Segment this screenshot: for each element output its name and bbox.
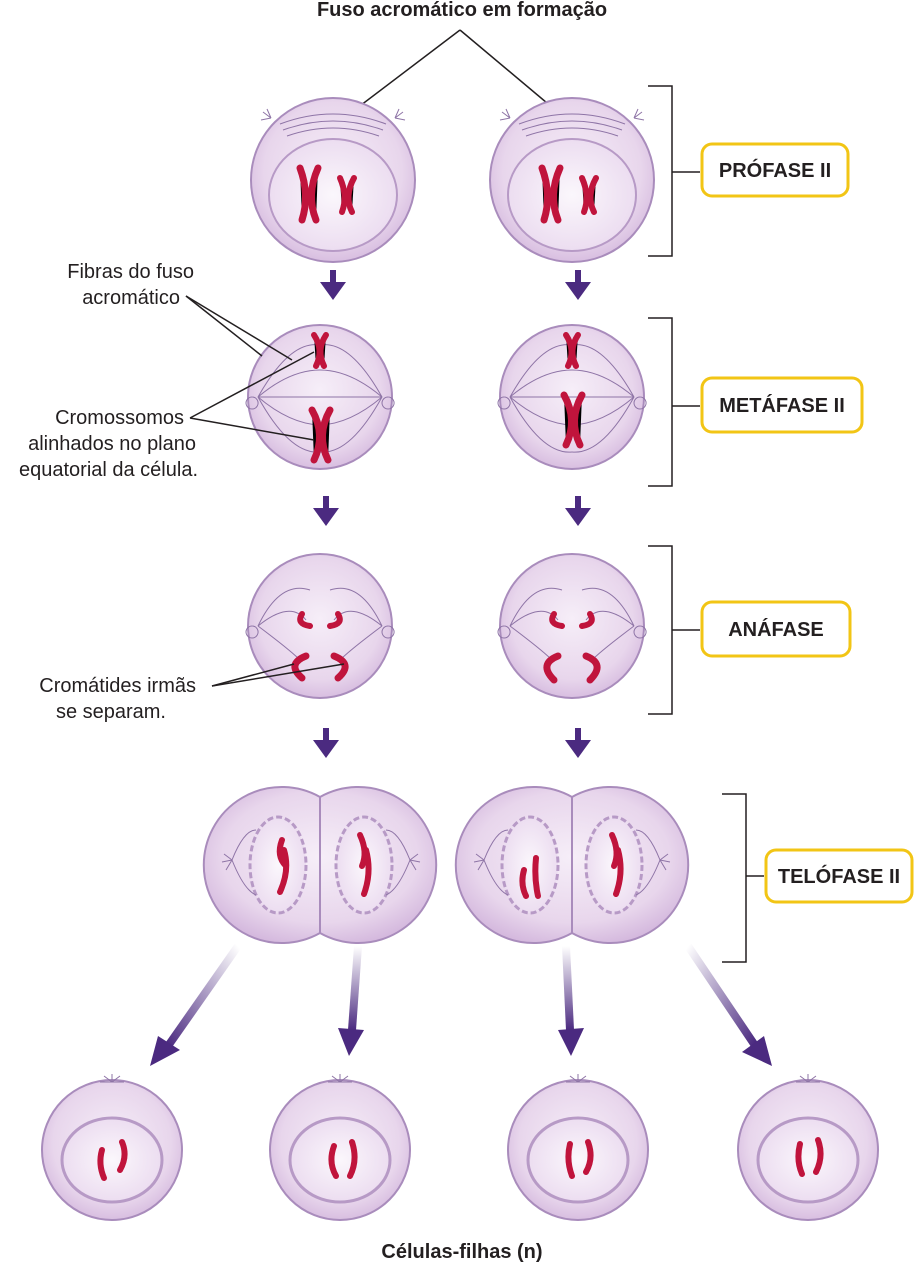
anaphase-cell-right bbox=[497, 553, 647, 699]
daughter-cell-2 bbox=[269, 1074, 411, 1221]
svg-text:Cromátides irmãs: Cromátides irmãs bbox=[39, 675, 196, 697]
metaphase-cell-right bbox=[497, 324, 647, 470]
svg-text:TELÓFASE II: TELÓFASE II bbox=[778, 864, 900, 888]
arrow-down-icon bbox=[320, 270, 346, 300]
daughter-cell-3 bbox=[507, 1074, 649, 1221]
prophase-cell-left bbox=[250, 97, 416, 263]
svg-text:Cromossomos: Cromossomos bbox=[55, 407, 184, 429]
chromosome bbox=[308, 406, 334, 464]
arrow-down-icon bbox=[565, 728, 591, 758]
svg-text:acromático: acromático bbox=[82, 287, 180, 309]
phase-label-telophase: TELÓFASE II bbox=[764, 848, 914, 904]
telophase-cell-right bbox=[454, 786, 690, 944]
chromosome bbox=[328, 1139, 358, 1179]
svg-text:Fibras do fuso: Fibras do fuso bbox=[67, 261, 194, 283]
phase-label-anaphase: ANÁFASE bbox=[700, 600, 852, 658]
svg-text:METÁFASE II: METÁFASE II bbox=[719, 394, 845, 417]
svg-text:alinhados no plano: alinhados no plano bbox=[28, 433, 196, 455]
phase-brackets bbox=[648, 85, 764, 963]
arrow-down-icon bbox=[558, 945, 584, 1056]
spindle-remnant bbox=[473, 829, 671, 896]
telophase-cell-left bbox=[202, 786, 438, 944]
spindle-forming bbox=[499, 108, 645, 137]
annotation-sister-chromatids: Cromátides irmãs se separam. bbox=[39, 663, 345, 723]
phase-label-metaphase: METÁFASE II bbox=[700, 376, 864, 434]
nucleus bbox=[507, 138, 637, 252]
nucleus-forming bbox=[500, 815, 560, 915]
svg-text:equatorial da célula.: equatorial da célula. bbox=[19, 459, 198, 481]
chromosome bbox=[519, 832, 624, 899]
chromosome bbox=[565, 1139, 594, 1179]
arrow-down-icon bbox=[565, 270, 591, 300]
footer-label: Células-filhas (n) bbox=[381, 1241, 542, 1263]
chromosome bbox=[579, 175, 599, 215]
chromosome bbox=[276, 832, 372, 897]
daughter-cell-1 bbox=[41, 1074, 183, 1221]
chromosome bbox=[296, 164, 322, 224]
svg-text:PRÓFASE II: PRÓFASE II bbox=[719, 158, 831, 182]
metaphase-cell-left bbox=[245, 324, 395, 470]
chromosome bbox=[795, 1137, 824, 1177]
chromosome bbox=[560, 391, 586, 449]
title: Fuso acromático em formação bbox=[317, 0, 607, 21]
arrow-down-right-icon bbox=[684, 943, 772, 1066]
arrow-down-icon bbox=[313, 728, 339, 758]
annotation-spindle-fibers: Fibras do fuso acromático bbox=[67, 261, 293, 361]
svg-text:se separam.: se separam. bbox=[56, 701, 166, 723]
nucleus-forming bbox=[248, 815, 308, 915]
arrow-down-icon bbox=[313, 496, 339, 526]
stage-arrows bbox=[313, 270, 591, 758]
chromosome bbox=[538, 164, 564, 224]
daughter-arrows bbox=[150, 943, 772, 1066]
chromosome bbox=[337, 175, 357, 215]
chromosome bbox=[563, 332, 581, 369]
phase-label-prophase: PRÓFASE II bbox=[700, 142, 850, 198]
arrow-down-icon bbox=[338, 945, 364, 1056]
svg-text:ANÁFASE: ANÁFASE bbox=[728, 618, 824, 641]
arrow-down-left-icon bbox=[150, 943, 242, 1066]
chromatid bbox=[291, 652, 349, 682]
arrow-down-icon bbox=[565, 496, 591, 526]
chromosome bbox=[311, 332, 329, 369]
prophase-cell-right bbox=[489, 97, 655, 263]
chromatid bbox=[297, 611, 343, 629]
spindle-forming bbox=[260, 108, 406, 137]
nucleus bbox=[268, 138, 398, 252]
anaphase-cell-left bbox=[245, 553, 395, 699]
chromatid bbox=[543, 652, 601, 684]
chromatid bbox=[549, 611, 595, 629]
daughter-cell-4 bbox=[737, 1074, 879, 1221]
spindle-remnant bbox=[221, 829, 421, 896]
chromosome bbox=[97, 1139, 128, 1181]
annotation-aligned-chromosomes: Cromossomos alinhados no plano equatoria… bbox=[19, 351, 315, 481]
